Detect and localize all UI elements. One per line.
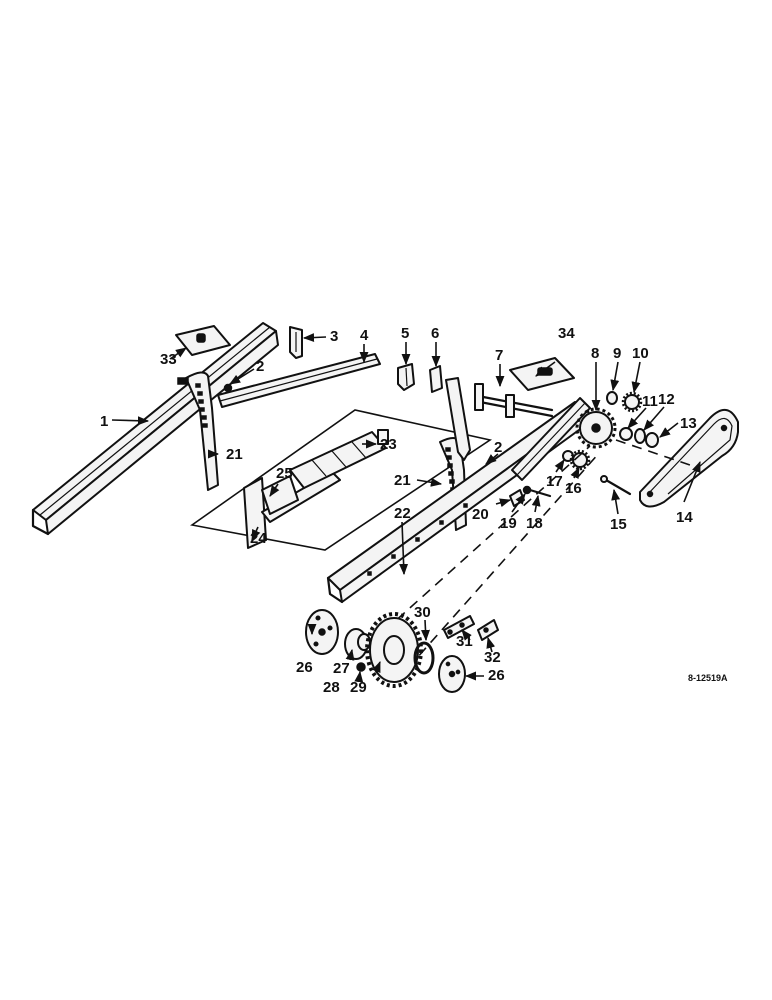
part-33-plate	[175, 325, 231, 356]
part-16-sprocket	[569, 449, 591, 471]
shield-panel	[189, 409, 493, 551]
callout-16: 16	[565, 480, 582, 497]
callout-30: 30	[414, 604, 431, 621]
callout-2: 2	[494, 439, 502, 456]
part-29-sprocket	[365, 612, 423, 688]
part-23-roller	[289, 429, 389, 489]
callout-1: 1	[100, 413, 108, 430]
callout-11: 11	[642, 393, 658, 410]
callout-21-right: 21	[394, 472, 411, 489]
callout-23: 23	[380, 436, 397, 453]
part-32-connector	[477, 619, 499, 641]
part-1-main-beam	[31, 322, 279, 536]
callout-27: 27	[333, 660, 350, 677]
callout-13: 13	[680, 415, 697, 432]
part-5-bracket	[397, 363, 415, 391]
callout-25: 25	[276, 465, 293, 482]
callout-2: 2	[256, 358, 264, 375]
callout-4: 4	[360, 327, 369, 344]
part-15-bolt	[600, 475, 632, 496]
part-24-angle	[243, 471, 341, 549]
part-6-bracket	[429, 365, 443, 393]
part-7-axle	[474, 383, 554, 418]
part-26-flange-right	[438, 655, 466, 693]
part-8-sprocket	[575, 407, 617, 449]
callout-32: 32	[484, 649, 501, 666]
callout-33: 33	[160, 351, 177, 368]
part-3-bracket	[289, 326, 303, 359]
callout-34: 34	[558, 325, 575, 342]
callout-leaders	[111, 333, 701, 683]
part-14-chain-guard	[639, 409, 739, 508]
part-26-flange-left	[305, 609, 339, 655]
drive-chain-path	[371, 439, 691, 669]
diagram-reference-code: 8-12519A	[688, 673, 728, 683]
callout-29: 29	[350, 679, 367, 696]
callout-15: 15	[610, 516, 627, 533]
part-4-strap	[217, 353, 381, 408]
part-10-sprocket	[621, 391, 643, 413]
part-28-nut	[356, 662, 366, 672]
callout-24: 24	[250, 530, 267, 547]
callout-26-right: 26	[488, 667, 505, 684]
callout-22: 22	[394, 505, 411, 522]
callout-6: 6	[431, 325, 439, 342]
part-30-ring	[413, 641, 435, 675]
callout-17: 17	[546, 473, 563, 490]
callout-5: 5	[401, 325, 409, 342]
callout-7: 7	[495, 347, 503, 364]
part-9-collar	[606, 391, 618, 405]
callout-labels: 1 2 2 3 4 5 6 7 8 9 10 11 12 13 14 15 16…	[100, 325, 728, 696]
callout-18: 18	[526, 515, 543, 532]
callout-19: 19	[500, 515, 517, 532]
callout-26-left: 26	[296, 659, 313, 676]
part-11-washer	[619, 427, 633, 441]
callout-8: 8	[591, 345, 599, 362]
part-18-pin	[528, 488, 552, 498]
callout-28: 28	[323, 679, 340, 696]
callout-20: 20	[472, 506, 489, 523]
part-31-chain-link	[443, 615, 475, 639]
callout-3: 3	[330, 328, 338, 345]
callout-31: 31	[456, 633, 473, 650]
callout-21-left: 21	[226, 446, 243, 463]
part-19-nut	[522, 485, 532, 495]
callout-12: 12	[658, 391, 675, 408]
part-27-hub	[344, 628, 371, 660]
callout-10: 10	[632, 345, 649, 362]
part-21-left-arm	[177, 371, 219, 491]
part-12-bushing	[634, 428, 646, 444]
callout-9: 9	[613, 345, 621, 362]
part-13-bushing	[645, 432, 659, 448]
callout-14: 14	[676, 509, 693, 526]
